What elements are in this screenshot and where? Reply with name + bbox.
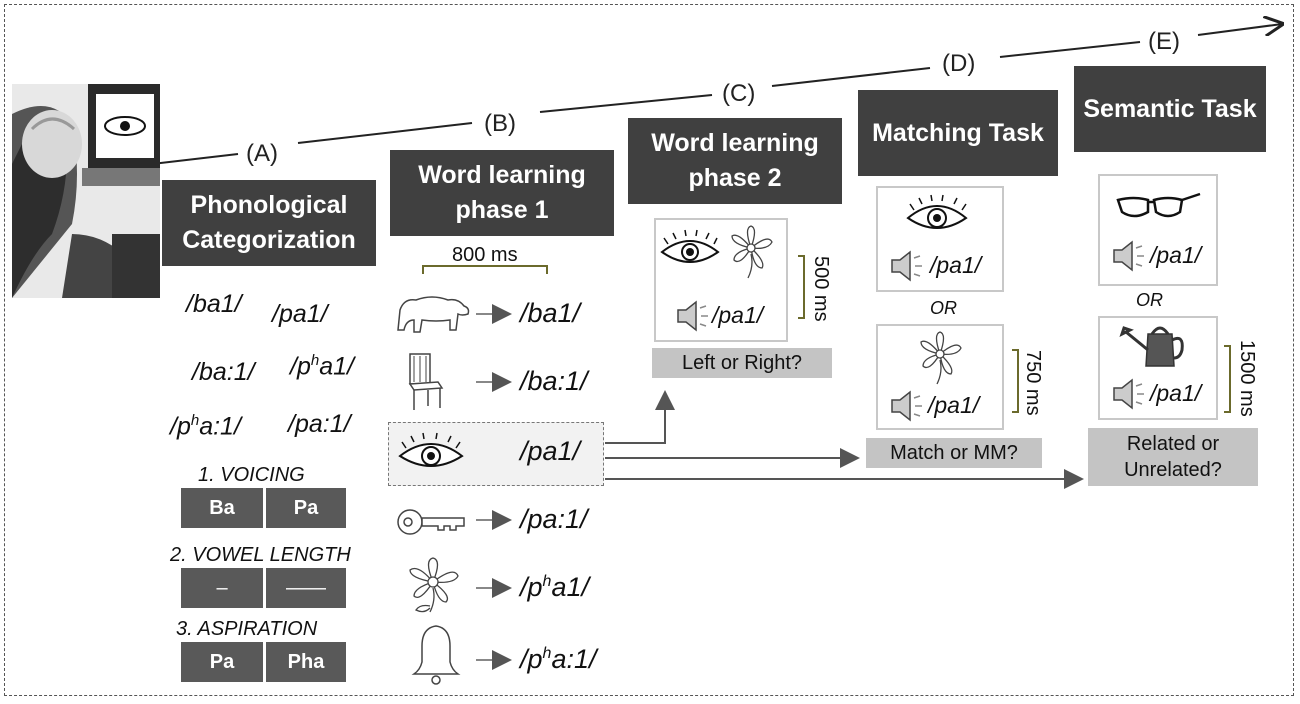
voicing-label: 1. VOICING xyxy=(198,464,305,486)
phase1-word-6: /pha:1/ xyxy=(520,644,597,674)
voicing-ba-button[interactable]: Ba xyxy=(181,488,263,528)
matching-top-word: /pa1/ xyxy=(930,252,982,278)
syllable-baa1: /ba:1/ xyxy=(192,358,255,386)
key-icon xyxy=(397,509,465,535)
matching-or: OR xyxy=(930,298,957,318)
matching-flower-icon xyxy=(920,331,962,385)
semantic-bottom-word: /pa1/ xyxy=(1150,380,1202,406)
syllable-phaa1: /pha:1/ xyxy=(170,412,241,441)
stage-d-label: (D) xyxy=(942,50,976,77)
glasses-icon xyxy=(1116,192,1201,218)
phase2-word: /pa1/ xyxy=(712,302,764,328)
eye-icon xyxy=(398,432,464,467)
bell-icon xyxy=(411,625,461,685)
voicing-pa-button[interactable]: Pa xyxy=(266,488,346,528)
stage-b-label: (B) xyxy=(484,110,516,137)
phonological-title: Phonological Categorization xyxy=(162,180,376,266)
wl2-title: Word learning phase 2 xyxy=(628,118,842,204)
semantic-duration: 1500 ms xyxy=(1236,340,1258,417)
phase1-duration: 800 ms xyxy=(452,244,518,266)
phase1-word-5: /pha1/ xyxy=(520,572,589,602)
semantic-bottom-speaker-icon xyxy=(1113,378,1144,410)
matching-top-panel xyxy=(876,186,1004,292)
syllable-pa1: /pa1/ xyxy=(272,300,328,328)
matching-top-speaker-icon xyxy=(891,250,922,282)
semantic-top-speaker-icon xyxy=(1113,240,1144,272)
semantic-top-word: /pa1/ xyxy=(1150,242,1202,268)
stage-e-label: (E) xyxy=(1148,28,1180,55)
phase1-word-1: /ba1/ xyxy=(520,298,581,328)
watering-can-icon xyxy=(1119,326,1184,367)
aspiration-label: 3. ASPIRATION xyxy=(176,618,318,640)
syllable-pha1: /pha1/ xyxy=(290,352,354,381)
phase1-word-2: /ba:1/ xyxy=(520,366,588,396)
phase2-duration: 500 ms xyxy=(810,256,832,322)
phase2-speaker-icon xyxy=(677,300,708,332)
matching-bottom-word: /pa1/ xyxy=(928,392,980,418)
semantic-question: Related or Unrelated? xyxy=(1088,428,1258,486)
flower-icon xyxy=(409,557,459,613)
figure-frame xyxy=(4,4,1294,696)
syllable-paa1: /pa:1/ xyxy=(288,410,351,438)
participant-photo xyxy=(12,84,160,298)
vowel-length-label: 2. VOWEL LENGTH xyxy=(170,544,351,566)
syllable-ba1: /ba1/ xyxy=(186,290,242,318)
stage-a-label: (A) xyxy=(246,140,278,167)
phase2-question: Left or Right? xyxy=(652,348,832,378)
semantic-top-panel xyxy=(1098,174,1218,286)
phase2-eye-icon xyxy=(660,229,720,263)
aspiration-pa-button[interactable]: Pa xyxy=(181,642,263,682)
semantic-or: OR xyxy=(1136,290,1163,310)
matching-bottom-speaker-icon xyxy=(891,390,922,422)
vowel-short-button[interactable]: – xyxy=(181,568,263,608)
phase1-word-3: /pa1/ xyxy=(520,436,581,466)
wl1-title: Word learning phase 1 xyxy=(390,150,614,236)
chair-icon xyxy=(408,353,444,410)
aspiration-pha-button[interactable]: Pha xyxy=(266,642,346,682)
matching-title: Matching Task xyxy=(858,90,1058,176)
semantic-title: Semantic Task xyxy=(1074,66,1266,152)
stage-c-label: (C) xyxy=(722,80,756,107)
vowel-long-button[interactable]: —— xyxy=(266,568,346,608)
bear-icon xyxy=(397,296,470,333)
matching-eye-icon xyxy=(906,194,968,229)
phase2-flower-icon xyxy=(731,225,773,279)
matching-duration: 750 ms xyxy=(1022,350,1044,416)
matching-question: Match or MM? xyxy=(866,438,1042,468)
phase1-word-4: /pa:1/ xyxy=(520,504,588,534)
